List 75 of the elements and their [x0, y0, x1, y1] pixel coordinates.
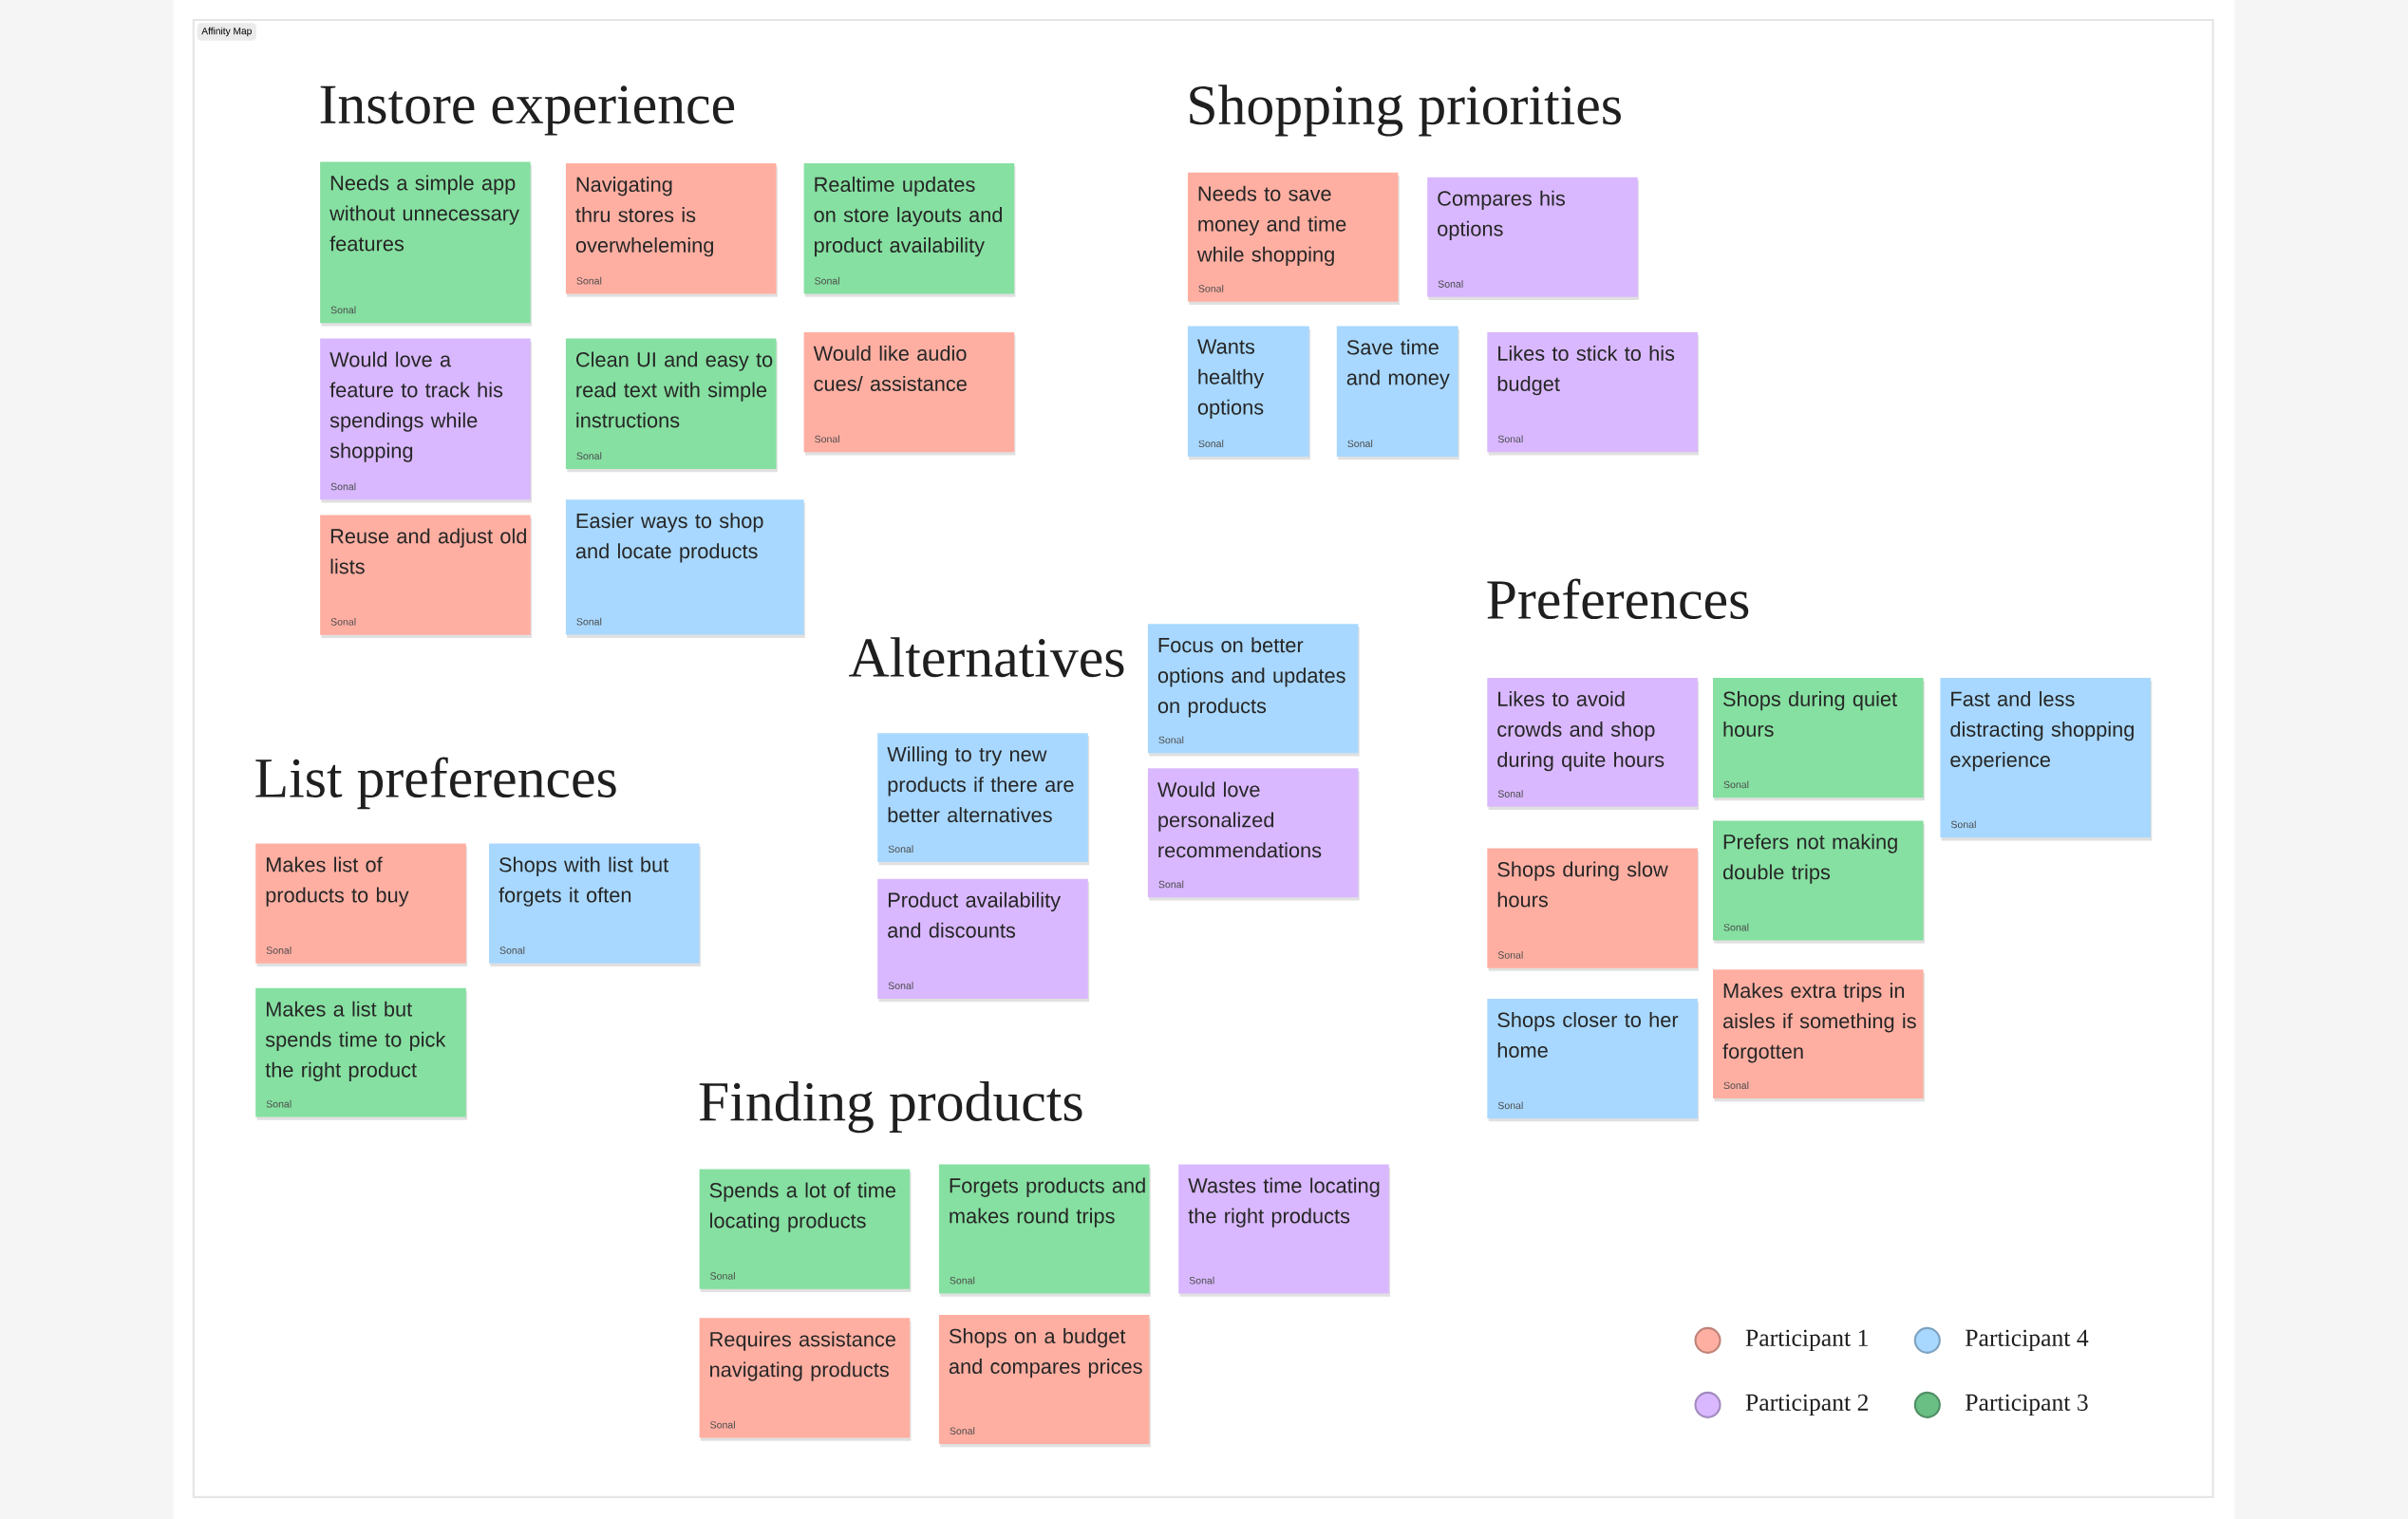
author-label: Sonal — [710, 1272, 735, 1280]
group-heading: Finding products — [699, 1080, 1082, 1134]
author-label: Sonal — [1438, 280, 1463, 288]
author-label: Sonal — [330, 306, 356, 314]
sticky-note: Needs to save money and time while shopping Sonal — [1187, 172, 1400, 305]
sticky-note: Wants healthy options Sonal — [1187, 326, 1310, 460]
author-label: Sonal — [330, 482, 356, 491]
sticky-note: Needs a simple app without unnecessary features Sonal — [320, 161, 532, 327]
sticky-note: Willing to try new products if there are better alternatives Sonal — [877, 733, 1090, 866]
legend-label: Participant 2 — [1745, 1394, 1868, 1416]
author-label: Sonal — [1723, 780, 1749, 789]
author-label: Sonal — [950, 1427, 975, 1435]
sticky-note: Would like audio cues/ assistance Sonal — [803, 332, 1016, 456]
author-label: Sonal — [1158, 880, 1184, 889]
group-heading: Alternatives — [849, 637, 1124, 678]
author-label: Sonal — [1950, 820, 1976, 829]
sticky-note: Likes to avoid crowds and shop during quite hours Sonal — [1487, 678, 1700, 811]
sticky-note: Requires assistance navigating products Sonal — [699, 1318, 912, 1441]
author-label: Sonal — [1198, 285, 1224, 292]
sticky-note: Prefers not making double trips Sonal — [1713, 820, 1925, 944]
sticky-note: Makes extra trips in aisles if something is forgotten Sonal — [1713, 969, 1925, 1102]
sticky-note: Realtime updates on store layouts and product availability Sonal — [803, 163, 1016, 297]
sticky-note: Save time and money Sonal — [1336, 326, 1459, 460]
sticky-note: Would love a feature to track his spendings while shopping Sonal — [320, 338, 532, 503]
sticky-note: Forgets products and makes round trips Sonal — [938, 1164, 1151, 1297]
sticky-note: Product availability and discounts Sonal — [877, 878, 1090, 1003]
sticky-note: Easier ways to shop and locate products Sonal — [565, 499, 805, 638]
sticky-note: Focus on better options and updates on products Sonal — [1147, 624, 1360, 757]
author-label: Sonal — [1497, 951, 1523, 959]
sticky-note: Reuse and adjust old lists Sonal — [320, 515, 532, 638]
author-label: Sonal — [330, 618, 356, 626]
sticky-note: Navigating thru stores is overwheleming Sonal — [565, 163, 778, 297]
group-heading: Instore experience — [320, 85, 735, 136]
sticky-note: Shops during slow hours Sonal — [1487, 848, 1700, 971]
author-label: Sonal — [1497, 790, 1523, 797]
author-label: Sonal — [1723, 923, 1749, 931]
author-label: Sonal — [576, 452, 602, 459]
group-heading: Shopping priorities — [1190, 84, 1621, 137]
sticky-note: Likes to stick to his budget Sonal — [1487, 332, 1700, 456]
legend-label: Participant 1 — [1745, 1329, 1868, 1352]
author-label: Sonal — [266, 1099, 292, 1108]
sticky-note: Makes a list but spends time to pick the right product Sonal — [255, 987, 468, 1120]
sticky-note: Shops on a budget and compares prices Sonal — [938, 1315, 1151, 1448]
sticky-note: Clean UI and easy to read text with simple instructions Sonal — [565, 338, 778, 473]
sticky-note: Shops closer to her home Sonal — [1487, 999, 1700, 1122]
legend-label: Participant 3 — [1966, 1394, 2088, 1416]
author-label: Sonal — [1198, 440, 1224, 448]
author-label: Sonal — [1497, 1101, 1523, 1110]
sticky-note: Compares his options Sonal — [1427, 177, 1640, 301]
legend-label: Participant 4 — [1966, 1329, 2089, 1352]
author-label: Sonal — [576, 276, 602, 285]
sticky-note: Fast and less distracting shopping experience Sonal — [1940, 678, 2153, 841]
author-label: Sonal — [888, 845, 913, 853]
author-label: Sonal — [1347, 440, 1373, 448]
sticky-note: Spends a lot of time locating products Sonal — [699, 1169, 912, 1292]
author-label: Sonal — [710, 1420, 735, 1429]
sticky-note: Wastes time locating the right products Sonal — [1178, 1164, 1391, 1297]
author-label: Sonal — [1158, 736, 1184, 744]
author-label: Sonal — [815, 435, 839, 443]
author-label: Sonal — [499, 947, 525, 954]
tab-label: Affinity Map — [197, 23, 256, 41]
author-label: Sonal — [1497, 435, 1523, 443]
group-heading: Preferences — [1487, 578, 1749, 620]
sticky-note: Shops during quiet hours Sonal — [1713, 678, 1925, 801]
sticky-note: Would love personalized recommendations Sonal — [1147, 768, 1360, 901]
author-label: Sonal — [950, 1276, 975, 1285]
author-label: Sonal — [888, 982, 913, 989]
author-label: Sonal — [576, 617, 602, 626]
author-label: Sonal — [1723, 1081, 1749, 1090]
group-heading: List preferences — [255, 757, 616, 810]
sticky-note: Makes list of products to buy Sonal — [255, 843, 468, 967]
author-label: Sonal — [1189, 1276, 1214, 1285]
sticky-note: Shops with list but forgets it often Sonal — [489, 843, 701, 967]
author-label: Sonal — [815, 276, 839, 285]
author-label: Sonal — [266, 947, 292, 954]
